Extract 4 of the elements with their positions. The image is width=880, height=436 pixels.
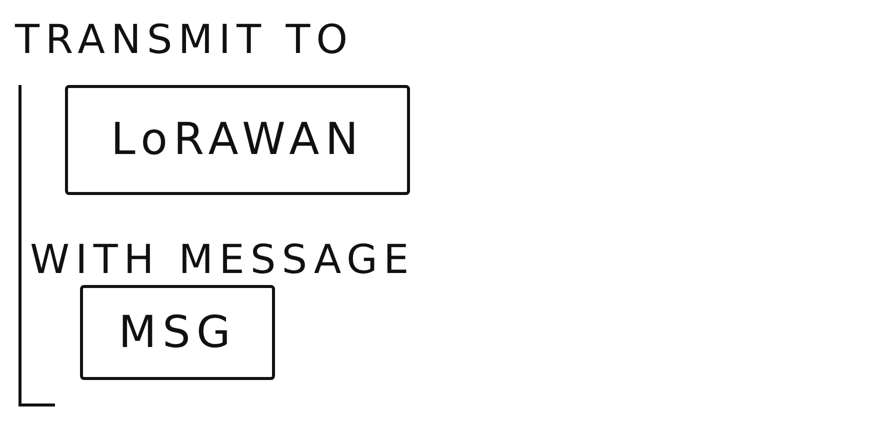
input-slot: LoRAWAN bbox=[65, 85, 410, 195]
block-label: TRANSMIT TO bbox=[15, 20, 354, 60]
input-slot: MSG bbox=[80, 285, 275, 380]
block-label: WITH MESSAGE bbox=[30, 240, 415, 280]
